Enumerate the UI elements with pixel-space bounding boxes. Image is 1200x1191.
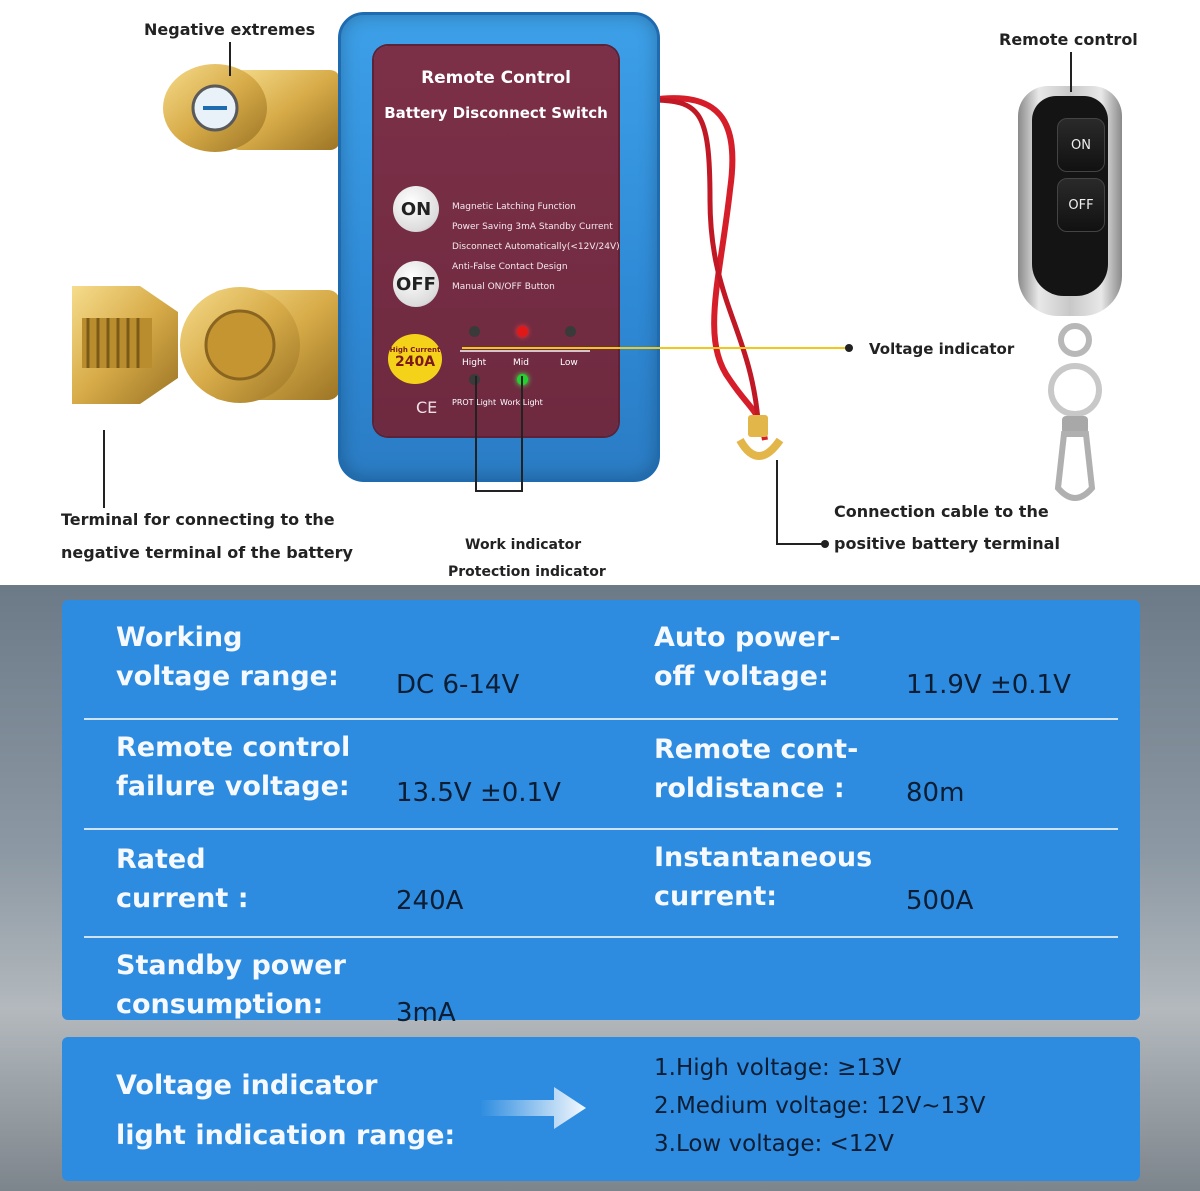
spec-value-rated-current: 240A — [396, 886, 464, 916]
spec-label-line: consumption: — [116, 989, 324, 1020]
range-item-high: 1.High voltage: ≥13V — [654, 1055, 902, 1081]
device-off-button[interactable]: OFF — [393, 261, 439, 307]
feature-item: Anti-False Contact Design — [452, 262, 568, 272]
leader-dot — [845, 344, 853, 352]
row-divider — [84, 828, 1118, 830]
high-current-badge: High Current 240A — [388, 334, 442, 384]
spec-label-line: off voltage: — [654, 661, 829, 692]
led-divider — [460, 350, 590, 352]
row-divider — [84, 936, 1118, 938]
spec-label-line: Standby power — [116, 950, 346, 981]
leader-line-voltage — [462, 347, 848, 349]
spec-label-line: current : — [116, 883, 249, 914]
spec-table: Working voltage range: DC 6-14V Auto pow… — [62, 600, 1140, 1028]
badge-value: 240A — [394, 354, 436, 370]
red-cable-illustration — [649, 95, 784, 460]
device-on-button[interactable]: ON — [393, 186, 439, 232]
spec-label-remote-distance: Remote cont- roldistance : — [654, 730, 858, 808]
leader-dot — [821, 540, 829, 548]
callout-cable-line2: positive battery terminal — [834, 534, 1060, 553]
voltage-range-box: Voltage indicator light indication range… — [62, 1037, 1140, 1181]
leader-line — [521, 376, 523, 491]
spec-value-auto-off: 11.9V ±0.1V — [906, 670, 1071, 700]
range-item-medium: 2.Medium voltage: 12V~13V — [654, 1093, 986, 1119]
callout-remote-control: Remote control — [999, 30, 1138, 49]
leader-line — [103, 430, 105, 508]
callout-protection-indicator: Protection indicator — [448, 564, 606, 580]
specification-section: Working voltage range: DC 6-14V Auto pow… — [0, 585, 1200, 1191]
callout-terminal-line1: Terminal for connecting to the — [61, 510, 335, 529]
spec-label-line: voltage range: — [116, 661, 339, 692]
spec-label-auto-off: Auto power- off voltage: — [654, 618, 841, 696]
leader-line — [776, 543, 824, 545]
leader-line — [1070, 52, 1072, 92]
callout-voltage-indicator: Voltage indicator — [869, 340, 1015, 358]
led-high — [469, 326, 480, 337]
spec-label-line: Instantaneous — [654, 842, 873, 873]
led-low — [565, 326, 576, 337]
spec-label-line: failure voltage: — [116, 771, 350, 802]
feature-item: Power Saving 3mA Standby Current — [452, 222, 613, 232]
callout-cable-line1: Connection cable to the — [834, 502, 1049, 521]
remote-off-button[interactable]: OFF — [1057, 178, 1105, 232]
ce-mark: CE — [416, 398, 438, 417]
spec-label-rated-current: Rated current : — [116, 840, 249, 918]
led-label-low: Low — [560, 358, 578, 368]
keyring-icon — [1048, 323, 1102, 501]
led-mid — [517, 326, 528, 337]
spec-label-instant-current: Instantaneous current: — [654, 838, 872, 916]
spec-value-remote-failure: 13.5V ±0.1V — [396, 778, 561, 808]
leader-line — [475, 490, 523, 492]
spec-label-line: Remote control — [116, 732, 351, 763]
feature-item: Manual ON/OFF Button — [452, 282, 555, 292]
range-label-line: Voltage indicator — [116, 1070, 378, 1101]
product-diagram: Remote Control Battery Disconnect Switch… — [0, 0, 1200, 585]
range-item-low: 3.Low voltage: <12V — [654, 1131, 894, 1157]
spec-label-line: Rated — [116, 844, 206, 875]
spec-label-working-voltage: Working voltage range: — [116, 618, 339, 696]
leader-line — [776, 460, 778, 544]
spec-value-instant-current: 500A — [906, 886, 974, 916]
feature-item: Magnetic Latching Function — [452, 202, 576, 212]
device-subtitle: Battery Disconnect Switch — [384, 104, 608, 122]
spec-label-standby: Standby power consumption: — [116, 946, 346, 1024]
range-label-line: light indication range: — [116, 1120, 456, 1151]
callout-terminal-line2: negative terminal of the battery — [61, 543, 353, 562]
battery-terminals-illustration — [72, 64, 340, 404]
remote-on-button[interactable]: ON — [1057, 118, 1105, 172]
spec-label-line: Remote cont- — [654, 734, 859, 765]
leader-line — [229, 42, 231, 76]
spec-value-working-voltage: DC 6-14V — [396, 670, 520, 700]
spec-value-remote-distance: 80m — [906, 778, 965, 808]
spec-label-remote-failure: Remote control failure voltage: — [116, 728, 350, 806]
callout-work-indicator: Work indicator — [465, 537, 582, 553]
led-label-high: Hight — [462, 358, 487, 368]
leader-line — [475, 376, 477, 491]
led-prot — [469, 374, 480, 385]
arrow-right-icon — [480, 1087, 586, 1129]
led-label-mid: Mid — [513, 358, 529, 368]
row-divider — [84, 718, 1118, 720]
spec-value-standby: 3mA — [396, 998, 456, 1028]
range-label: Voltage indicator light indication range… — [116, 1061, 455, 1161]
callout-negative-extremes: Negative extremes — [144, 20, 316, 39]
spec-label-line: current: — [654, 881, 778, 912]
badge-caption: High Current — [389, 346, 441, 354]
feature-item: Disconnect Automatically(<12V/24V) — [452, 242, 620, 252]
device-title: Remote Control — [421, 68, 571, 88]
spec-label-line: Working — [116, 622, 243, 653]
spec-label-line: Auto power- — [654, 622, 841, 653]
led-label-prot: PROT Light — [452, 398, 497, 407]
spec-label-line: roldistance : — [654, 773, 845, 804]
